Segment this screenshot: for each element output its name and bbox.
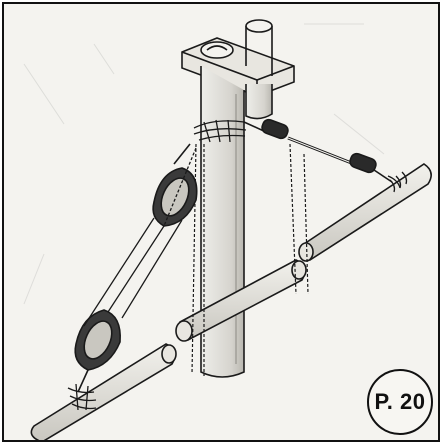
lower-spar bbox=[30, 343, 177, 440]
illustration-frame: P. 20 bbox=[2, 2, 440, 442]
turnbuckle-icon bbox=[243, 118, 401, 189]
upper-pole bbox=[245, 19, 273, 120]
rigging-illustration bbox=[23, 19, 432, 440]
lower-lashing bbox=[67, 383, 97, 411]
page-number-badge: P. 20 bbox=[367, 369, 433, 435]
background-marks bbox=[23, 23, 385, 305]
middle-spar bbox=[175, 259, 307, 342]
vertical-ropes bbox=[191, 143, 309, 376]
right-lashing bbox=[389, 171, 408, 193]
right-spar bbox=[298, 163, 432, 262]
upper-pulley-block-icon bbox=[152, 143, 198, 227]
lower-pulley-block-icon bbox=[74, 309, 121, 393]
tackle-ropes bbox=[83, 147, 197, 327]
top-lashing bbox=[193, 119, 247, 143]
page-number-label: P. 20 bbox=[374, 389, 426, 414]
